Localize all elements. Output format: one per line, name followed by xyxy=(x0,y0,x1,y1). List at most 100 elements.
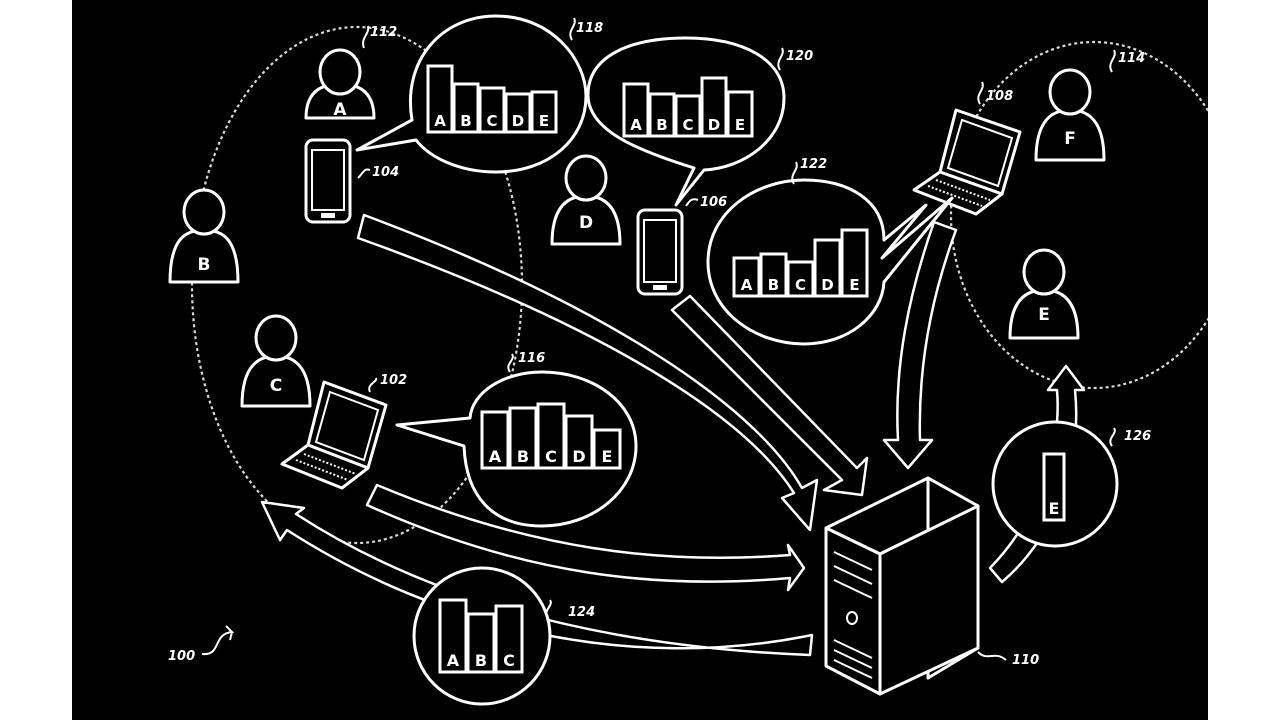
leader-110 xyxy=(977,651,1007,661)
bar-label: C xyxy=(545,447,557,466)
ref-106: 106 xyxy=(700,195,727,210)
patent-diagram-stage: A B C D E F xyxy=(72,0,1208,720)
bar-c xyxy=(536,402,566,470)
user-letter: E xyxy=(1038,305,1050,325)
bar-label: A xyxy=(741,276,753,294)
bar-label: C xyxy=(795,276,806,294)
leader-122 xyxy=(791,161,798,185)
bar-label: B xyxy=(460,112,471,130)
bar-label: C xyxy=(682,116,693,134)
bar-label: E xyxy=(849,276,859,294)
user-C: C xyxy=(240,314,312,408)
leader-118 xyxy=(569,17,576,41)
bar-label: B xyxy=(475,651,487,670)
leader-102 xyxy=(368,377,378,393)
arrow-laptop102-to-server xyxy=(365,483,806,592)
phone-106-icon xyxy=(636,208,684,296)
leader-106 xyxy=(685,198,699,207)
bar-label: C xyxy=(486,112,497,130)
bar-e xyxy=(840,228,869,298)
leader-120 xyxy=(777,47,784,71)
bar-d xyxy=(564,414,594,470)
bar-e xyxy=(1042,452,1066,522)
leader-104 xyxy=(357,168,371,179)
bar-c xyxy=(494,604,524,674)
bar-label: A xyxy=(630,116,642,134)
ref-120: 120 xyxy=(786,49,813,64)
bar-d xyxy=(504,92,532,134)
bar-label: A xyxy=(434,112,446,130)
bar-a xyxy=(622,82,650,138)
bar-c xyxy=(674,94,702,138)
leader-114 xyxy=(1109,49,1116,73)
bar-c xyxy=(786,260,815,298)
ref-114: 114 xyxy=(1118,51,1145,66)
user-letter: B xyxy=(198,255,211,275)
network-diagram: A B C D E F xyxy=(168,14,1208,706)
leader-116 xyxy=(507,353,514,373)
bar-label: D xyxy=(821,276,833,294)
bar-label: C xyxy=(503,651,515,670)
bar-b xyxy=(508,406,538,470)
laptop-108-icon xyxy=(912,108,1022,216)
arrow-laptop108-to-server xyxy=(882,220,958,470)
ref-104: 104 xyxy=(372,165,399,180)
ref-118: 118 xyxy=(576,21,603,36)
ref-126: 126 xyxy=(1124,429,1151,444)
user-letter: A xyxy=(333,100,347,120)
bar-label: B xyxy=(656,116,667,134)
ref-124: 124 xyxy=(568,605,595,620)
user-letter: C xyxy=(270,376,282,396)
leader-108 xyxy=(977,81,984,105)
bar-label: D xyxy=(512,112,524,130)
ref-100: 100 xyxy=(168,649,195,664)
ref-108: 108 xyxy=(986,89,1013,104)
ref-116: 116 xyxy=(518,351,545,366)
bar-label: E xyxy=(735,116,745,134)
ref-102: 102 xyxy=(380,373,407,388)
ref-122: 122 xyxy=(800,157,827,172)
bar-d xyxy=(700,76,728,138)
ref-112: 112 xyxy=(370,25,397,40)
ref-110: 110 xyxy=(1012,653,1039,668)
group-114-boundary xyxy=(949,40,1208,390)
bar-label: A xyxy=(489,447,502,466)
bar-label: A xyxy=(447,651,460,670)
laptop-102-icon xyxy=(280,380,388,490)
bar-a xyxy=(480,410,510,470)
bar-label: D xyxy=(572,447,585,466)
leader-124 xyxy=(545,599,552,619)
bar-b xyxy=(452,82,480,134)
leader-100 xyxy=(201,625,235,656)
bar-e xyxy=(592,428,622,470)
bar-e xyxy=(530,90,558,134)
bar-b xyxy=(648,92,676,138)
user-B: B xyxy=(168,188,240,284)
user-A: A xyxy=(304,48,376,120)
bar-label: B xyxy=(517,447,529,466)
bar-a xyxy=(732,256,761,298)
bar-b xyxy=(759,252,788,298)
bar-e xyxy=(726,90,754,138)
leader-126 xyxy=(1109,427,1116,447)
arrow-phone104-to-server xyxy=(356,213,819,532)
phone-104-icon xyxy=(304,138,352,224)
bar-label: B xyxy=(768,276,779,294)
bar-d xyxy=(813,238,842,298)
bar-chart-126: E xyxy=(1042,452,1066,522)
user-D: D xyxy=(550,154,622,246)
bar-label: E xyxy=(602,447,613,466)
bar-b xyxy=(466,612,496,674)
user-E: E xyxy=(1008,248,1080,340)
user-letter: F xyxy=(1064,129,1076,149)
user-F: F xyxy=(1034,68,1106,162)
server-110-icon xyxy=(824,476,980,696)
bar-label: D xyxy=(708,116,720,134)
bar-a xyxy=(438,598,468,674)
leader-112 xyxy=(362,25,370,49)
